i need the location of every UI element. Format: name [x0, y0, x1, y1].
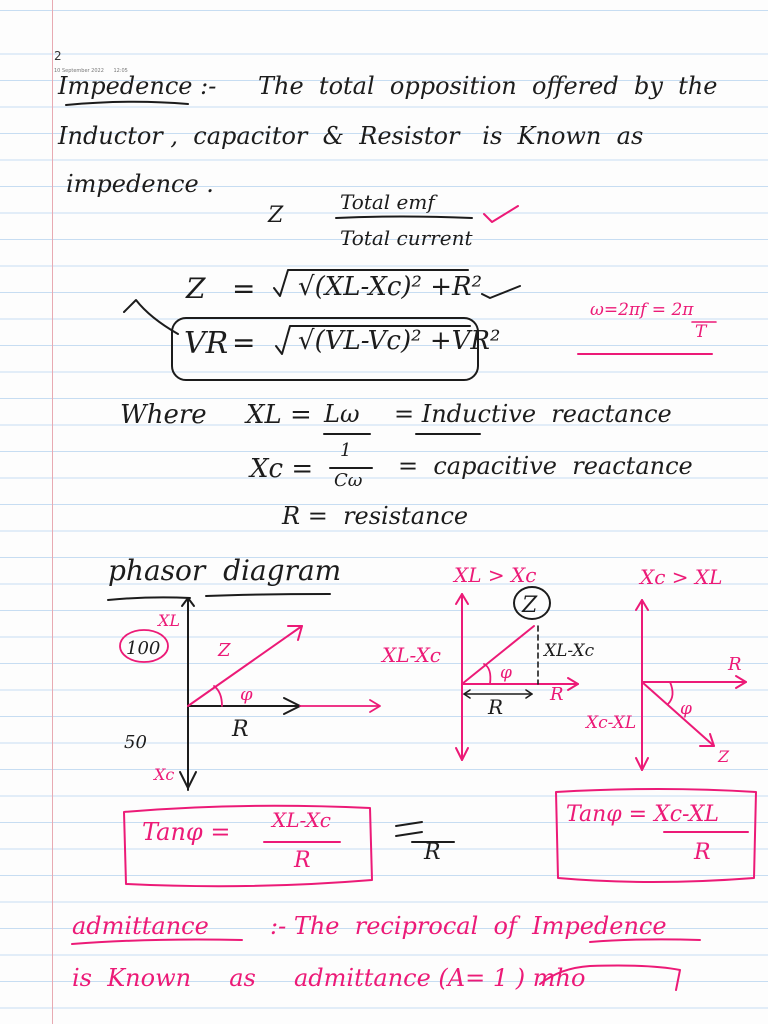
d2-phi-label: φ: [500, 663, 512, 683]
d1-r-label: R: [231, 717, 249, 742]
vr-box: [171, 317, 479, 381]
impedance-def-line1: The total opposition offered by the: [258, 72, 718, 100]
phasor-underline-1: [107, 596, 191, 601]
diagram2-r-arrowhead: [567, 677, 579, 691]
z-symbol: Z: [268, 203, 284, 228]
diagram1-z-vector: [187, 625, 303, 707]
omega-formula: ω=2πf = 2π: [590, 300, 694, 320]
z-numerator: Total emf: [340, 190, 435, 214]
xl-def-lhs: XL =: [246, 400, 312, 430]
d2-xl-xc-right: XL-Xc: [542, 641, 595, 661]
d2-r-under-label: R: [487, 695, 503, 719]
check-mark-1: [483, 205, 519, 223]
equals-stroke-1: [395, 821, 423, 827]
tan-box-left: [123, 804, 373, 888]
heading-underline: [65, 100, 189, 106]
diagram1-r-ext-arrow: [369, 699, 381, 713]
tan-left-den: R: [294, 848, 311, 873]
admittance-def-line1: :- The reciprocal of Impedence: [270, 912, 667, 940]
d1-z-label: Z: [217, 640, 231, 661]
diagram2-up-arrow: [455, 593, 469, 605]
vr-radical: [275, 325, 471, 355]
diagram2-z-circle: [513, 586, 551, 620]
z-sqrt-eq: =: [232, 272, 256, 305]
check-mark-2: [481, 285, 521, 299]
tan-box-right: [555, 788, 757, 883]
pointer-arrow: [123, 299, 179, 335]
impedance-def-line3: impedence .: [66, 170, 214, 198]
phasor-underline-2: [205, 593, 331, 597]
z-sqrt-rhs: √(XL-Xc)² +R²: [298, 272, 483, 302]
admittance-heading: admittance: [72, 912, 209, 940]
diagram3-down-arrow: [635, 757, 649, 771]
d1-100-label: 100: [126, 638, 160, 659]
where-label: Where: [120, 400, 207, 430]
d3-r-label: R: [727, 654, 742, 675]
d3-z-label: Z: [717, 747, 730, 766]
admittance-underline: [71, 938, 243, 945]
xl-def-value: Lω: [324, 400, 360, 428]
r-def: R = resistance: [282, 502, 469, 530]
admittance-formula-box: [539, 964, 681, 991]
diagram3-up-arrow: [635, 599, 649, 611]
diagram2-down-arrow: [455, 747, 469, 761]
diagram1-100-circle: [119, 629, 169, 663]
d1-xl-label: XL: [156, 611, 180, 630]
d1-phi-label: φ: [240, 684, 253, 705]
tan-middle-den: R: [424, 840, 441, 865]
diagram1-xl-arrow: [181, 597, 195, 607]
impedance-def-line2: Inductor , capacitor & Resistor is Known…: [58, 122, 644, 150]
vr-eq: =: [232, 326, 256, 359]
tan-left-num: XL-Xc: [272, 808, 332, 832]
xl-def-name: = Inductive reactance: [394, 400, 672, 428]
d3-xc-xl-label: Xc-XL: [584, 713, 636, 733]
equals-stroke-2: [395, 831, 423, 837]
diagram2-measure-right: [525, 689, 533, 699]
d2-z-label: Z: [521, 593, 538, 618]
diagram1-xc-arrow: [179, 771, 197, 789]
tan-right-lhs: Tanφ = Xc-XL: [566, 802, 719, 827]
diagram1-z-arrowhead: [287, 625, 303, 641]
d1-xc-label: Xc: [152, 765, 174, 784]
d3-phi-label: φ: [680, 699, 692, 719]
tan-left-lhs: Tanφ =: [142, 818, 231, 846]
d1-50-label: 50: [124, 732, 147, 753]
impedance-heading: Impedence :-: [58, 72, 217, 100]
margin-line: [52, 0, 53, 1024]
z-denominator: Total current: [340, 226, 473, 250]
z-radical: [273, 269, 469, 297]
diagram2-z-vector: [461, 625, 535, 685]
phasor-heading: phasor diagram: [108, 554, 342, 587]
vr-rhs: √(VL-Vc)² +VR²: [298, 326, 501, 356]
d3-condition: Xc > XL: [638, 565, 722, 589]
diagram1-phi-arc: [213, 685, 223, 707]
admittance-def-line2: is Known as admittance (A= 1 ) mho: [72, 964, 586, 992]
omega-formula-den: T: [695, 322, 707, 342]
page-number: 2: [54, 49, 62, 63]
z-fraction-bar: [335, 215, 473, 219]
diagram2-measure-left: [463, 689, 471, 699]
impedance-underline: [589, 938, 701, 943]
xc-def-name: = capacitive reactance: [398, 452, 693, 480]
d2-r-axis-label: R: [549, 684, 564, 705]
page-timestamp: 10 September 2022 12:05: [54, 68, 128, 74]
d2-xl-xc-left: XL-Xc: [380, 643, 441, 667]
d2-condition: XL > Xc: [452, 563, 536, 587]
diagram3-z-arrowhead: [699, 733, 715, 747]
tan-right-den: R: [694, 840, 711, 865]
xc-def-lhs: Xc =: [250, 454, 314, 484]
diagram3-phi-arc: [667, 681, 674, 705]
diagram3-r-arrowhead: [735, 675, 747, 689]
xc-def-den: Cω: [334, 470, 363, 491]
diagram2-phi-arc: [483, 663, 492, 685]
diagram3-z-vector: [641, 681, 715, 747]
vr-lhs: VR: [184, 326, 229, 361]
xc-def-num: 1: [340, 440, 352, 461]
z-sqrt-lhs: Z: [186, 272, 206, 305]
